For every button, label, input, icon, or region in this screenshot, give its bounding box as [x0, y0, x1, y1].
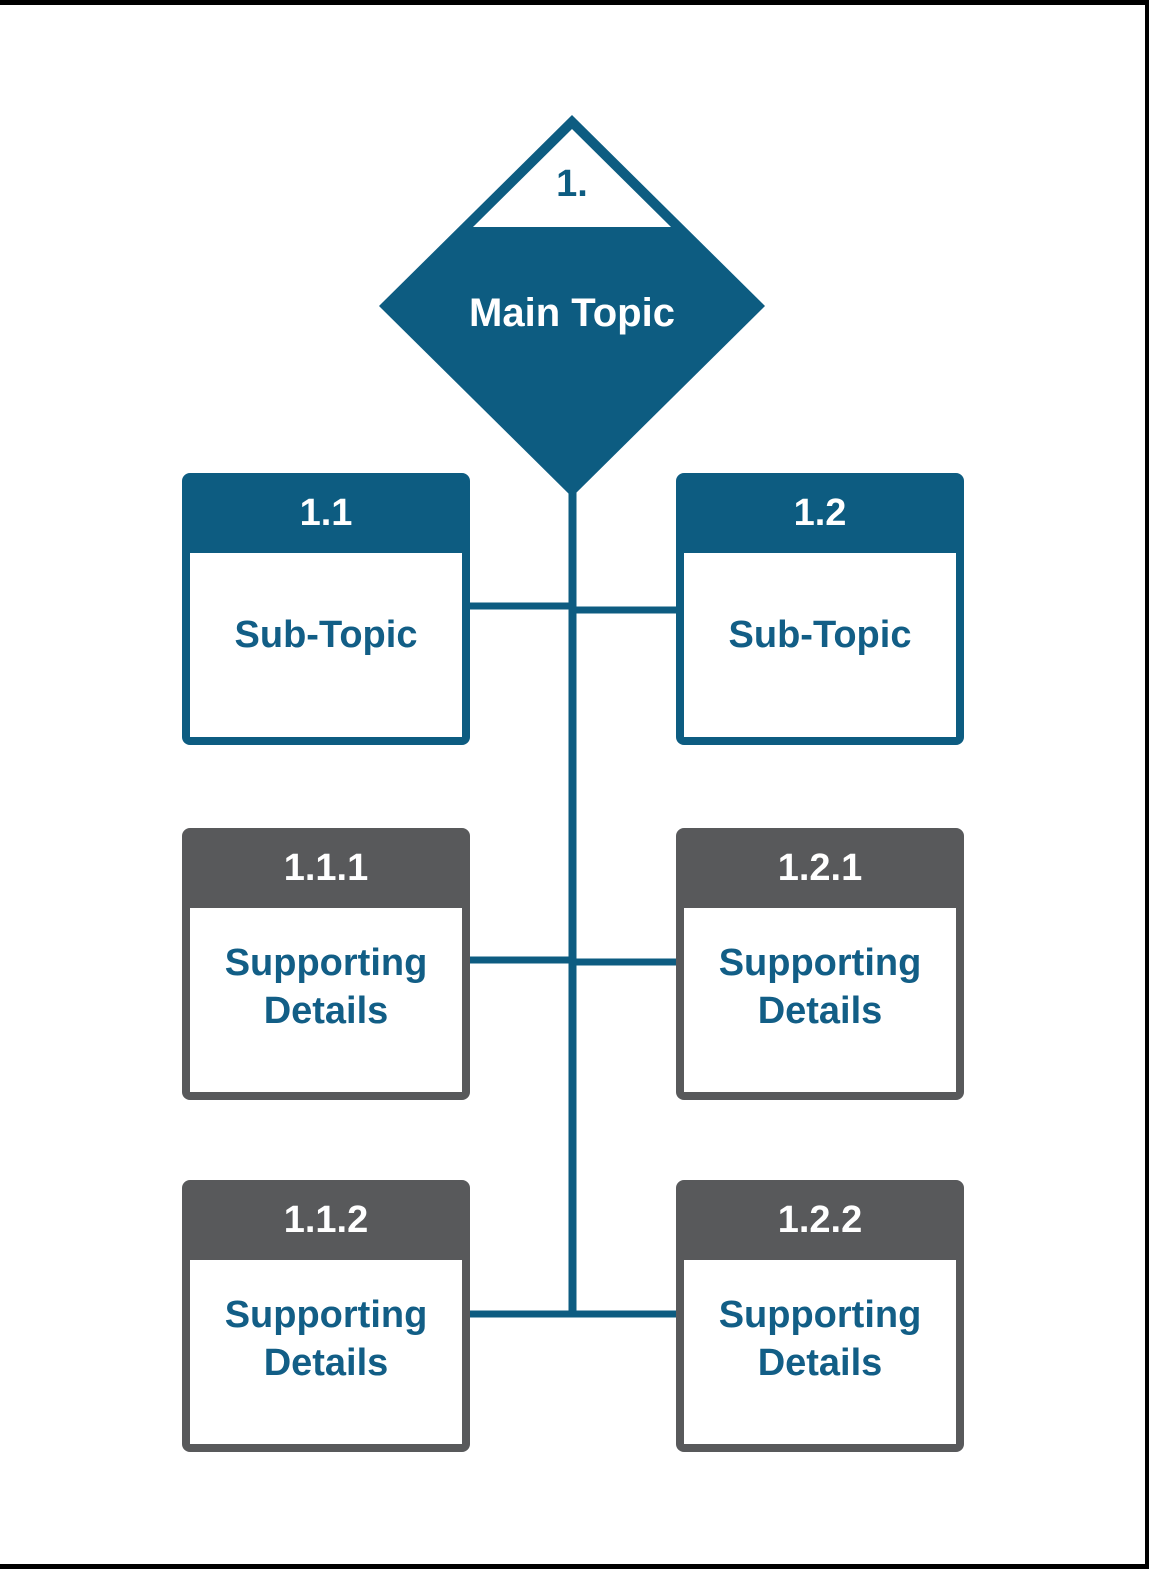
- node-body: Supporting Details: [190, 908, 462, 1092]
- node-supporting-details-1-2-1: 1.2.1 Supporting Details: [676, 828, 964, 1100]
- node-body: Sub-Topic: [190, 553, 462, 737]
- node-label: Supporting Details: [718, 942, 922, 1032]
- node-label: Supporting Details: [718, 1294, 922, 1384]
- node-number: 1.1: [299, 491, 353, 534]
- node-body: Supporting Details: [190, 1260, 462, 1444]
- node-label: Supporting Details: [224, 1294, 428, 1384]
- node-supporting-details-1-1-2: 1.1.2 Supporting Details: [182, 1180, 470, 1452]
- frame-border-bottom: [0, 1564, 1149, 1569]
- node-body: Sub-Topic: [684, 553, 956, 737]
- main-topic-number: 1.: [556, 163, 588, 205]
- node-number: 1.1.1: [283, 846, 369, 889]
- frame-border-right: [1145, 0, 1149, 1569]
- node-supporting-details-1-2-2: 1.2.2 Supporting Details: [676, 1180, 964, 1452]
- diamond-number-triangle: [473, 129, 671, 227]
- main-topic-label: Main Topic: [469, 291, 675, 335]
- node-sub-topic-1-2: 1.2 Sub-Topic: [676, 473, 964, 745]
- node-number: 1.2.2: [777, 1198, 863, 1241]
- node-number: 1.2: [793, 491, 847, 534]
- node-sub-topic-1-1: 1.1 Sub-Topic: [182, 473, 470, 745]
- node-number: 1.1.2: [283, 1198, 369, 1241]
- node-number: 1.2.1: [777, 846, 863, 889]
- main-topic-diamond: [379, 115, 765, 497]
- node-label: Sub-Topic: [234, 614, 418, 656]
- node-body: Supporting Details: [684, 908, 956, 1092]
- node-supporting-details-1-1-1: 1.1.1 Supporting Details: [182, 828, 470, 1100]
- node-body: Supporting Details: [684, 1260, 956, 1444]
- node-label: Sub-Topic: [728, 614, 912, 656]
- frame-border-top: [0, 0, 1149, 5]
- node-label: Supporting Details: [224, 942, 428, 1032]
